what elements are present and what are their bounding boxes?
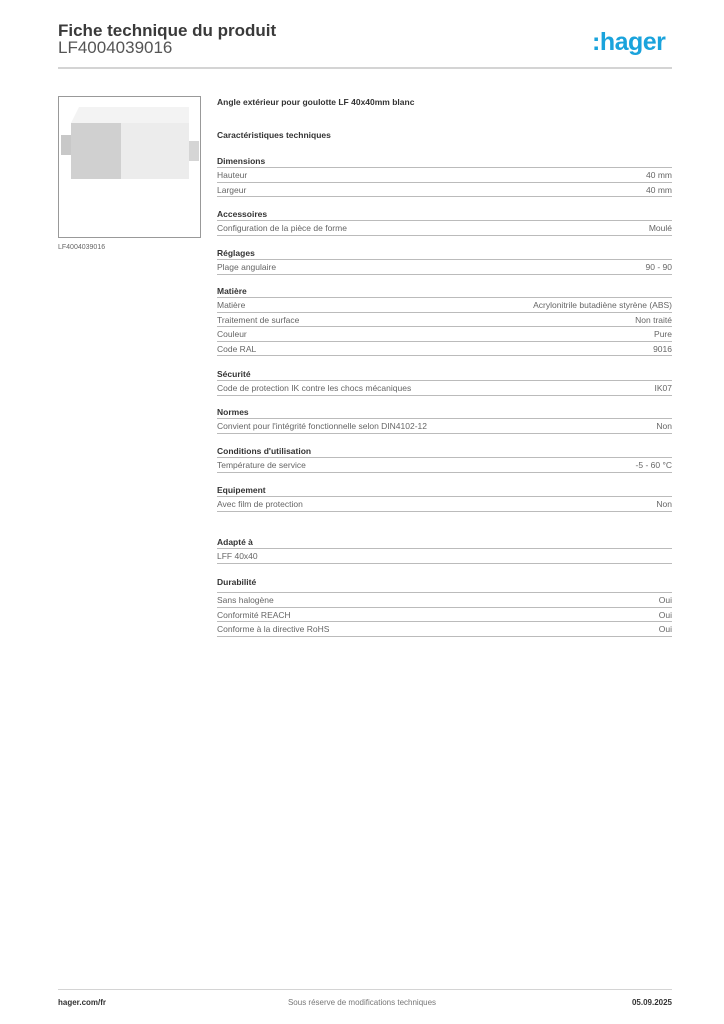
spec-label: Hauteur <box>217 170 248 180</box>
spec-row: Code RAL 9016 <box>217 342 672 357</box>
section-title: Normes <box>217 405 672 419</box>
spec-label: Sans halogène <box>217 595 274 605</box>
spec-label: Largeur <box>217 184 247 195</box>
section-title: Equipement <box>217 483 672 497</box>
spec-label: Code de protection IK contre les chocs m… <box>217 383 412 393</box>
spec-label: Avec film de protection <box>217 499 303 509</box>
spec-label: Conforme à la directive RoHS <box>217 624 330 635</box>
spec-row: Avec film de protection Non <box>217 497 672 512</box>
spec-label: Couleur <box>217 329 247 340</box>
spec-label: Plage angulaire <box>217 262 277 272</box>
spec-value: Oui <box>658 624 672 635</box>
spec-value: Non <box>656 421 672 431</box>
hager-logo: :hager <box>592 28 666 56</box>
section-title: Conditions d'utilisation <box>217 444 672 458</box>
section-title: Adapté à <box>217 535 672 549</box>
footer-website[interactable]: hager.com/fr <box>58 998 107 1007</box>
spec-label: Convient pour l'intégrité fonctionnelle … <box>217 421 428 431</box>
spec-row: Traitement de surface Non traité <box>217 313 672 328</box>
section-title: Matière <box>217 284 672 298</box>
spec-label: Configuration de la pièce de forme <box>217 223 347 233</box>
spec-section: Adapté à LFF 40x40 <box>217 535 672 564</box>
spec-value: IK07 <box>654 383 673 393</box>
spec-label: Matière <box>217 300 246 310</box>
spec-value: -5 - 60 °C <box>635 460 672 470</box>
spec-row: Sans halogène Oui <box>217 593 672 608</box>
section-title: Accessoires <box>217 207 672 221</box>
footer-date: 05.09.2025 <box>631 998 672 1007</box>
spec-value: 90 - 90 <box>645 262 672 272</box>
header-divider <box>58 67 672 69</box>
spec-row: Plage angulaire 90 - 90 <box>217 260 672 275</box>
spec-value: Acrylonitrile butadiène styrène (ABS) <box>533 300 672 310</box>
section-title: Sécurité <box>217 367 672 381</box>
spec-label: Conformité REACH <box>217 609 291 620</box>
spec-row: Température de service -5 - 60 °C <box>217 458 672 473</box>
spec-label: LFF 40x40 <box>217 551 258 561</box>
spec-row: Code de protection IK contre les chocs m… <box>217 381 672 396</box>
characteristics-heading: Caractéristiques techniques <box>217 130 331 140</box>
spec-value: Non traité <box>635 314 672 325</box>
spec-label: Traitement de surface <box>217 314 300 325</box>
spec-value: 9016 <box>653 343 672 354</box>
section-title: Réglages <box>217 246 672 260</box>
spec-row: Conforme à la directive RoHS Oui <box>217 622 672 637</box>
spec-row: Convient pour l'intégrité fonctionnelle … <box>217 419 672 434</box>
spec-row: Hauteur 40 mm <box>217 168 672 183</box>
spec-value: 40 mm <box>646 170 672 180</box>
spec-row: Conformité REACH Oui <box>217 608 672 623</box>
spec-row: Configuration de la pièce de forme Moulé <box>217 221 672 236</box>
image-caption: LF4004039016 <box>58 244 106 251</box>
product-name: Angle extérieur pour goulotte LF 40x40mm… <box>217 97 415 107</box>
footer-divider <box>58 989 672 990</box>
spec-label: Température de service <box>217 460 306 470</box>
product-code: LF4004039016 <box>58 38 173 57</box>
footer-disclaimer: Sous réserve de modifications techniques <box>287 998 437 1007</box>
section-title: Durabilité <box>217 575 672 593</box>
spec-label: Code RAL <box>217 343 257 354</box>
spec-value: Oui <box>658 595 672 605</box>
spec-value: Moulé <box>648 223 672 233</box>
spec-value: 40 mm <box>646 184 672 195</box>
spec-value: Non <box>656 499 672 509</box>
spec-row: Largeur 40 mm <box>217 183 672 198</box>
product-image <box>58 96 201 238</box>
spec-value: Pure <box>654 329 672 340</box>
section-title: Dimensions <box>217 154 672 168</box>
spec-value: Oui <box>658 609 672 620</box>
page-title: Fiche technique du produit <box>58 21 277 40</box>
spec-row: LFF 40x40 <box>217 549 672 564</box>
spec-row: Couleur Pure <box>217 327 672 342</box>
spec-row: Matière Acrylonitrile butadiène styrène (… <box>217 298 672 313</box>
